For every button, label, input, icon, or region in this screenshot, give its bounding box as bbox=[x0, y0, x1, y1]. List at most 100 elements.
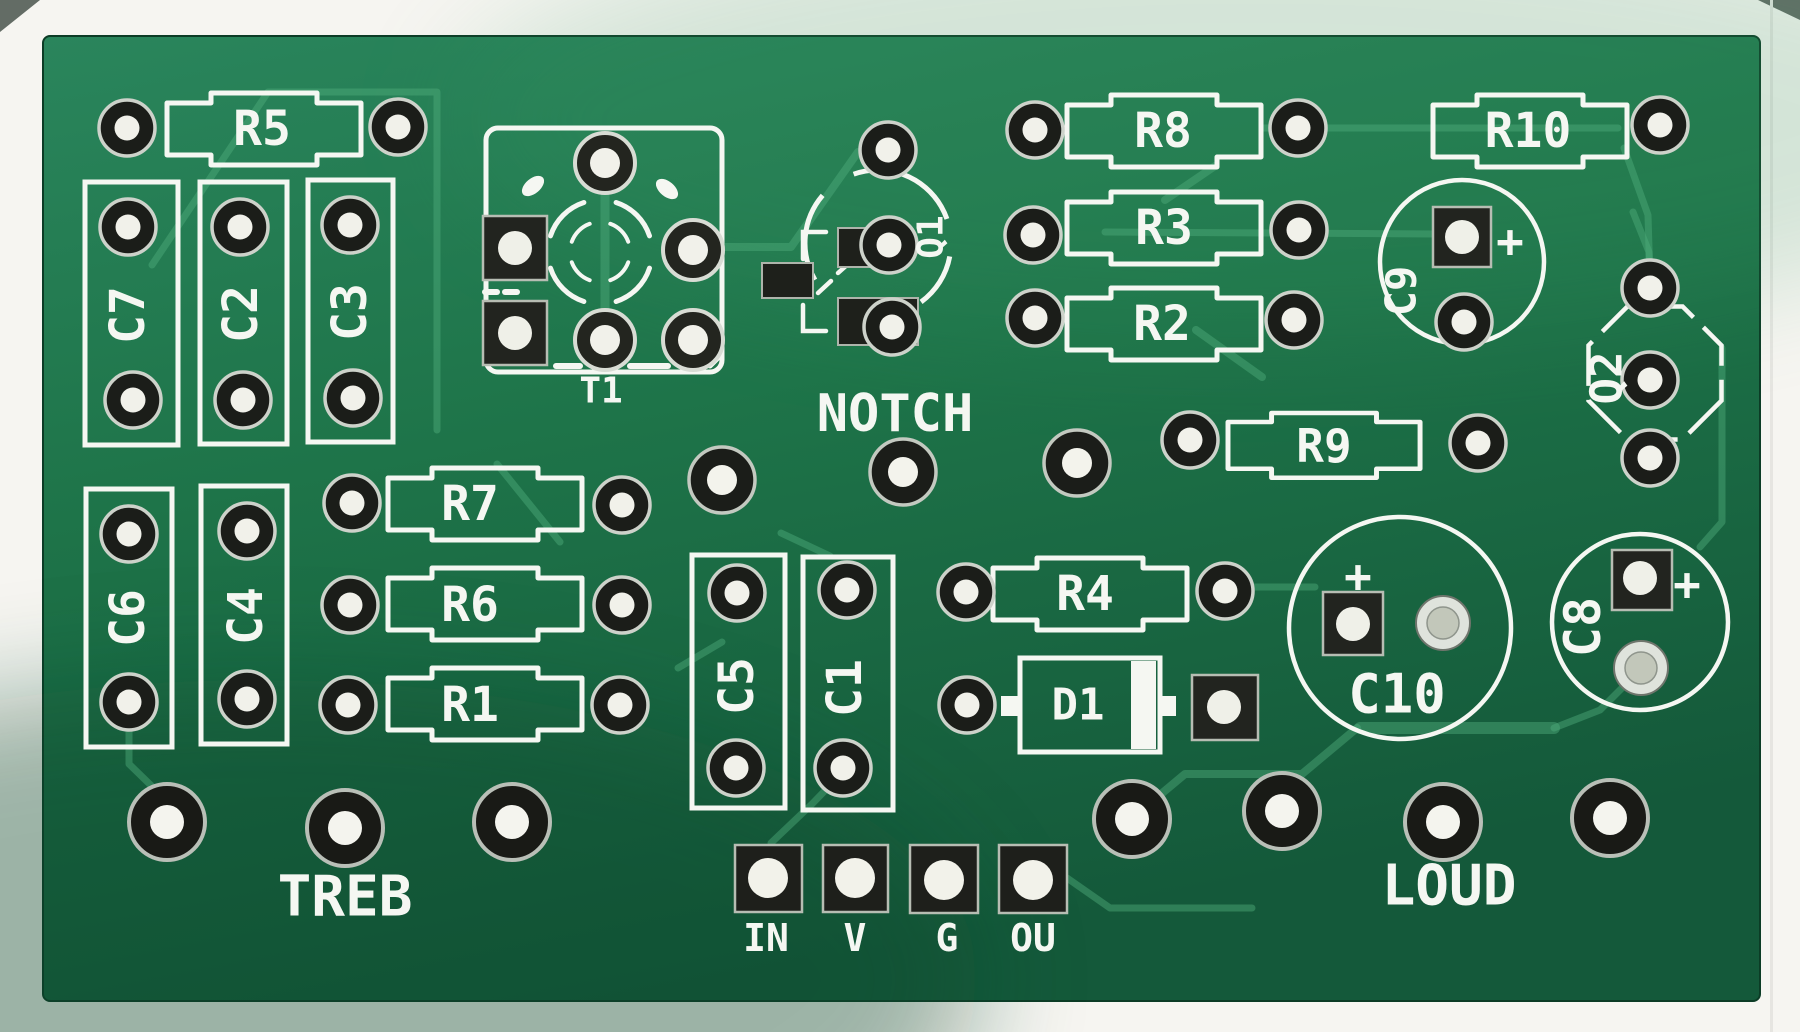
pad bbox=[592, 575, 652, 635]
silkscreen-label-r9: R9 bbox=[1296, 419, 1351, 473]
capacitor-outline-c5 bbox=[689, 552, 788, 811]
pad bbox=[217, 669, 277, 729]
polarity-plus-c10: + bbox=[1344, 549, 1372, 603]
pad bbox=[1160, 410, 1220, 470]
pad bbox=[1195, 561, 1255, 621]
silkscreen-label-t1: T1 bbox=[579, 371, 622, 412]
square-pad bbox=[761, 262, 814, 299]
silkscreen-label-r10: R10 bbox=[1485, 103, 1572, 159]
silkscreen-label-c5: C5 bbox=[709, 657, 765, 715]
square-pad-d1-cathode bbox=[1190, 673, 1260, 742]
pad bbox=[937, 675, 997, 735]
connector-square-pad-g bbox=[908, 843, 980, 915]
pad bbox=[1005, 100, 1065, 160]
pad bbox=[1092, 779, 1172, 859]
pad bbox=[305, 788, 385, 868]
connector-square-pad-v bbox=[821, 843, 890, 914]
pad bbox=[1268, 98, 1328, 158]
scan-corner-artifact bbox=[0, 0, 40, 32]
pad bbox=[320, 195, 380, 255]
connector-label-v: V bbox=[844, 916, 867, 960]
pad bbox=[1434, 292, 1494, 352]
capacitor-outline-c7 bbox=[82, 179, 181, 448]
silkscreen-label-c9: C9 bbox=[1377, 266, 1426, 317]
pad bbox=[1264, 290, 1324, 350]
capacitor-outline-c8 bbox=[1549, 531, 1731, 713]
silkscreen-label-r6: R6 bbox=[441, 577, 499, 633]
silkscreen-text: R5 R7 R6 R1 R8 R3 R2 R10 R9 R4 D1 T1 NOT… bbox=[100, 101, 1701, 960]
pad bbox=[1242, 771, 1322, 851]
square-pad-c8-positive bbox=[1610, 548, 1674, 612]
silkscreen-label-c6: C6 bbox=[100, 589, 156, 647]
connector-label-g: G bbox=[936, 916, 959, 960]
pad bbox=[1570, 778, 1650, 858]
silkscreen-label-d1: D1 bbox=[1052, 680, 1105, 731]
silkscreen-label-c8: C8 bbox=[1554, 597, 1612, 657]
square-pad bbox=[481, 214, 549, 282]
pad bbox=[1042, 428, 1112, 498]
pad bbox=[99, 672, 159, 732]
silkscreen-label-notch: NOTCH bbox=[817, 384, 974, 444]
pad bbox=[323, 368, 383, 428]
socket-t1-marks bbox=[482, 200, 723, 369]
silkscreen-label-r2: R2 bbox=[1133, 296, 1191, 352]
pad bbox=[368, 97, 428, 157]
pad bbox=[1620, 258, 1680, 318]
pad bbox=[1269, 200, 1329, 260]
silkscreen-label-r8: R8 bbox=[1134, 103, 1192, 159]
pad bbox=[1403, 782, 1483, 862]
silkscreen-label-r4: R4 bbox=[1056, 566, 1114, 622]
silkscreen-label-c7: C7 bbox=[100, 286, 156, 344]
pad bbox=[573, 131, 637, 195]
pad bbox=[862, 297, 922, 357]
pad bbox=[936, 562, 996, 622]
pad bbox=[590, 675, 650, 735]
pad bbox=[592, 475, 652, 535]
pad bbox=[103, 370, 163, 430]
polarity-plus-c8: + bbox=[1673, 557, 1701, 611]
pad bbox=[322, 473, 382, 533]
silkscreen-label-r5: R5 bbox=[233, 101, 291, 157]
capacitor-outline-c1 bbox=[800, 554, 896, 813]
silkscreen-label-c10: C10 bbox=[1348, 663, 1446, 726]
capacitor-outline-c6 bbox=[83, 486, 175, 750]
capacitor-outline-c3 bbox=[305, 177, 396, 445]
transistor-outline-q1 bbox=[802, 167, 954, 319]
square-pad-c9-positive bbox=[1431, 205, 1493, 269]
connector-label-ou: OU bbox=[1010, 916, 1056, 960]
pad bbox=[210, 197, 270, 257]
silkscreen-label-treb: TREB bbox=[278, 865, 413, 930]
silkscreen-label-c2: C2 bbox=[213, 285, 269, 343]
pad bbox=[213, 370, 273, 430]
capacitor-outline-c4 bbox=[198, 483, 290, 747]
pad bbox=[573, 308, 637, 372]
connector-label-in: IN bbox=[743, 916, 789, 960]
silkscreen-label-r1: R1 bbox=[441, 677, 499, 733]
pad bbox=[661, 308, 725, 372]
diode-cathode-band-d1 bbox=[1131, 661, 1156, 749]
diode-lead-mark bbox=[1160, 696, 1176, 716]
silkscreen-label-q1: Q1 bbox=[911, 215, 952, 258]
silkscreen-label-c4: C4 bbox=[218, 587, 274, 645]
pad bbox=[127, 782, 207, 862]
pad bbox=[320, 575, 380, 635]
pad bbox=[868, 437, 938, 507]
capacitor-outline-c10 bbox=[1286, 514, 1514, 742]
pad bbox=[99, 504, 159, 564]
pad bbox=[1005, 288, 1065, 348]
copper-traces bbox=[125, 88, 1726, 912]
silkscreen-label-q2: Q2 bbox=[1582, 352, 1633, 405]
connector-square-pad-in bbox=[733, 843, 804, 914]
square-pad bbox=[481, 299, 549, 367]
pad bbox=[1613, 640, 1669, 696]
pad bbox=[1448, 413, 1508, 473]
pad bbox=[318, 675, 378, 735]
square-pad-c10-positive bbox=[1321, 590, 1385, 657]
square-pads bbox=[481, 205, 1674, 915]
pad bbox=[859, 215, 919, 275]
pad bbox=[97, 98, 157, 158]
scan-edge-line bbox=[1770, 0, 1773, 1032]
